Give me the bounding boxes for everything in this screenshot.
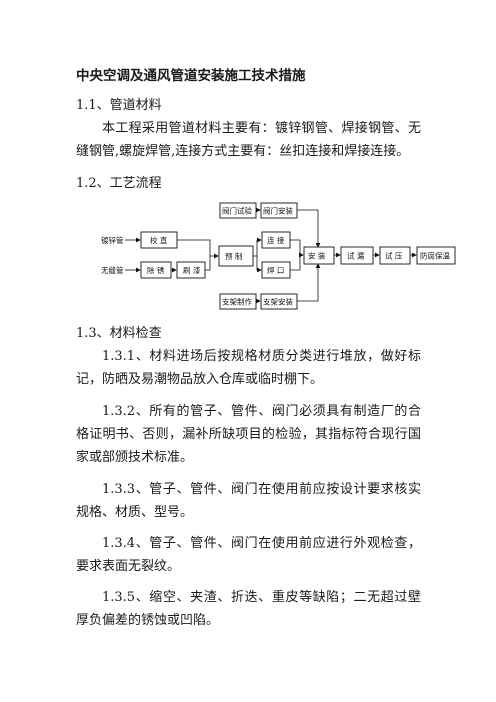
box-pressure-test [379,246,411,265]
inspection-item-5: 1.3.5、缩空、夹渣、折迭、重皮等缺陷；二无超过壁厚负偏差的锈蚀或凹陷。 [76,590,421,628]
box-valve-test-label: 阀门试验 [222,206,252,216]
box-flush-label: 试 漏 [347,251,365,261]
box-derust-label: 除 锈 [147,265,165,275]
inspection-item-4: 1.3.4、管子、管件、阀门在使用前应进行外观检查，要求表面无裂纹。 [76,536,421,574]
box-prefab-label: 预 制 [225,251,242,261]
box-straighten-label: 校 直 [150,235,168,245]
box-support-install-label: 支架安装 [263,297,293,307]
page-title: 中央空调及通风管道安装施工技术措施 [76,68,306,84]
box-install [303,246,335,265]
inspection-item-1: 1.3.1、材料进场后按规格材质分类进行堆放，做好标记，防晒及易潮物品放入仓库或… [76,349,421,387]
section-heading-materials: 1.1、管道材料 [76,98,162,113]
label-galvanized-pipe: 镀锌管 [101,235,124,245]
label-seamless-pipe: 无缝管 [101,265,124,275]
paragraph-materials: 本工程采用管道材料主要有：镀锌钢管、焊接钢管、无缝钢管,螺旋焊管,连接方式主要有… [76,121,421,159]
section-heading-material-inspection: 1.3、材料检查 [76,326,162,341]
section-heading-process-flow: 1.2、工艺流程 [76,176,162,191]
box-weld-label: 焊 口 [267,265,284,275]
box-support-make-label: 支架制作 [222,297,252,307]
box-anticorrosion-label: 防腐保温 [420,251,450,261]
box-anticorrosion [416,246,456,265]
box-support-install [260,293,298,310]
box-pressure-test-label: 试 压 [385,251,403,261]
box-connect-label: 连 接 [267,235,285,245]
inspection-item-3: 1.3.3、管子、管件、阀门在使用前应按设计要求核实规格、材质、型号。 [76,482,421,520]
box-valve-install-label: 阀门安装 [263,206,293,216]
box-flush [340,246,374,265]
box-install-label: 安 装 [308,251,326,261]
inspection-item-2: 1.3.2、所有的管子、管件、阀门必须具有制造厂的合格证明书、否则，漏补所缺项目… [76,404,421,465]
box-paint-label: 刷 漆 [183,265,201,275]
box-valve-install [260,202,298,219]
